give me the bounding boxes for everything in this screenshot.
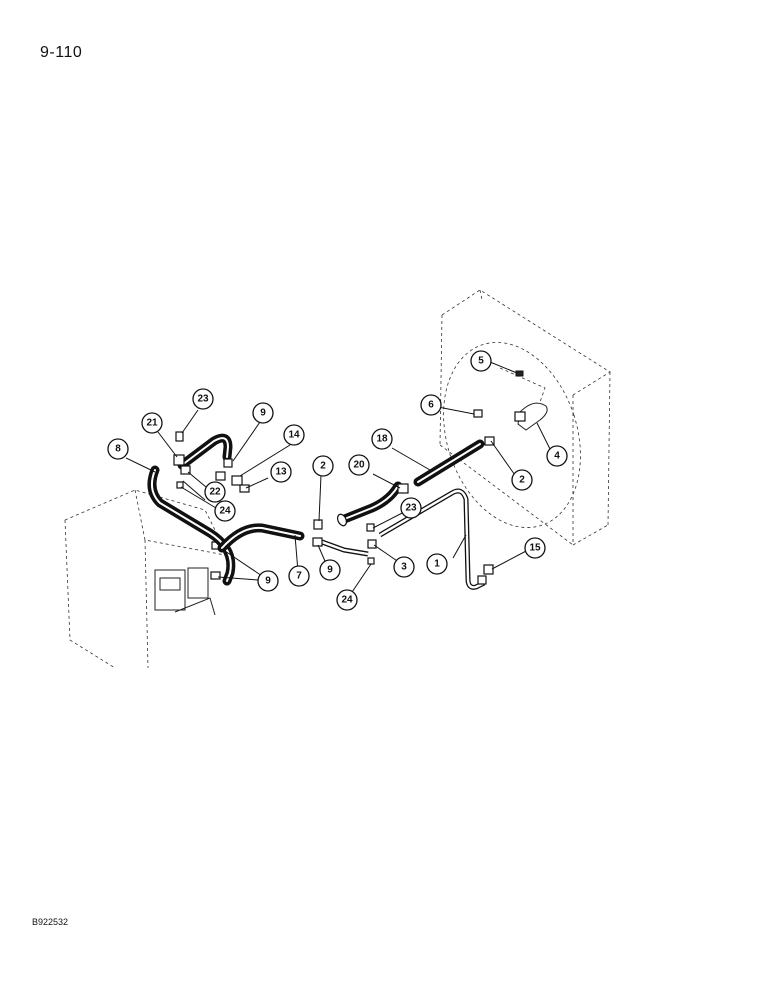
svg-text:18: 18 — [376, 434, 388, 445]
callout-24-center: 24 — [336, 589, 358, 611]
callout-4: 4 — [546, 445, 568, 467]
svg-text:9: 9 — [265, 576, 271, 587]
engine-block — [64, 489, 231, 669]
callout-22: 22 — [204, 481, 226, 503]
svg-text:6: 6 — [428, 400, 434, 411]
callout-3: 3 — [393, 556, 415, 578]
svg-text:2: 2 — [320, 461, 326, 472]
svg-text:24: 24 — [341, 595, 353, 606]
callout-23-center: 23 — [400, 497, 422, 519]
svg-text:3: 3 — [401, 562, 407, 573]
hose-18 — [413, 439, 485, 487]
callout-7: 7 — [288, 565, 310, 587]
svg-text:15: 15 — [529, 543, 541, 554]
svg-text:1: 1 — [434, 559, 440, 570]
tube-1 — [378, 488, 486, 590]
callout-15: 15 — [524, 537, 546, 559]
svg-text:20: 20 — [353, 460, 365, 471]
svg-text:13: 13 — [275, 467, 287, 478]
callout-6: 6 — [420, 394, 442, 416]
svg-text:7: 7 — [296, 571, 302, 582]
plug-5 — [515, 370, 524, 377]
callout-1: 1 — [426, 553, 448, 575]
callout-23-upper: 23 — [192, 388, 214, 410]
callout-14: 14 — [283, 424, 305, 446]
callout-18: 18 — [371, 428, 393, 450]
svg-text:9: 9 — [260, 408, 266, 419]
hose-upper — [177, 433, 233, 470]
callout-24-left: 24 — [214, 500, 236, 522]
svg-text:4: 4 — [554, 451, 560, 462]
svg-text:2: 2 — [519, 475, 525, 486]
callout-2-right: 2 — [511, 469, 533, 491]
svg-text:23: 23 — [405, 503, 417, 514]
radiator-assembly — [439, 289, 611, 546]
svg-text:9: 9 — [327, 565, 333, 576]
callout-21: 21 — [141, 412, 163, 434]
hose-20 — [336, 481, 403, 527]
svg-text:22: 22 — [209, 487, 221, 498]
callout-5: 5 — [470, 350, 492, 372]
callout-8: 8 — [107, 438, 129, 460]
svg-text:5: 5 — [478, 356, 484, 367]
fittings — [173, 409, 526, 585]
svg-text:24: 24 — [219, 506, 231, 517]
callout-2-center: 2 — [312, 455, 334, 477]
callout-9-lower-left: 9 — [257, 570, 279, 592]
page-number: 9-110 — [40, 44, 83, 61]
leader-lines — [125, 361, 554, 599]
hose-7 — [217, 523, 305, 553]
figure-code: B922532 — [32, 917, 69, 927]
svg-text:23: 23 — [197, 394, 209, 405]
tube-3 — [321, 539, 369, 557]
callout-9-upper: 9 — [252, 402, 274, 424]
svg-text:21: 21 — [146, 418, 158, 429]
callout-20: 20 — [348, 454, 370, 476]
callout-9-lower-center: 9 — [319, 559, 341, 581]
callout-13: 13 — [270, 461, 292, 483]
svg-text:8: 8 — [115, 444, 121, 455]
hose-8 — [147, 465, 236, 586]
svg-text:14: 14 — [288, 430, 300, 441]
